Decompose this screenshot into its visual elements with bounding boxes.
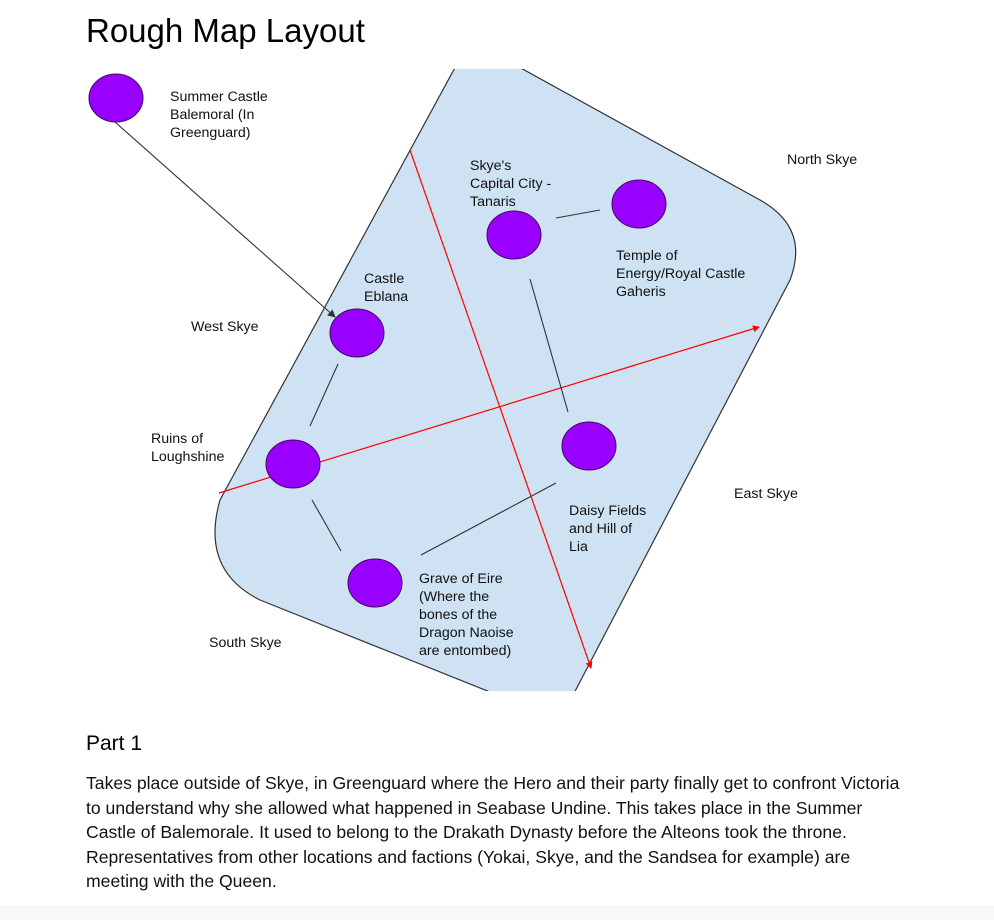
label-grave: Grave of Eire (Where the bones of the Dr… xyxy=(419,571,514,659)
label-loughshine: Ruins of Loughshine xyxy=(151,431,225,465)
label-temple: Temple of Energy/Royal Castle Gaheris xyxy=(616,248,746,300)
label-capital: Skye's Capital City - Tanaris xyxy=(470,158,552,210)
capital-to-daisy-connector xyxy=(529,278,569,413)
grave-to-daisy-connector xyxy=(420,482,557,556)
section-body: Takes place outside of Skye, in Greengua… xyxy=(86,773,900,892)
location-loughshine-marker[interactable] xyxy=(265,439,321,489)
label-eblana: Castle Eblana xyxy=(364,271,409,305)
location-temple-marker[interactable] xyxy=(611,179,667,229)
location-daisy-marker[interactable] xyxy=(561,421,617,471)
location-eblana-marker[interactable] xyxy=(329,308,385,358)
page-bottom-edge xyxy=(0,905,994,920)
region-label-south: South Skye xyxy=(209,635,282,651)
capital-to-temple-connector xyxy=(555,209,601,219)
map-diagram xyxy=(88,69,797,691)
eblana-to-loughshine-connector xyxy=(309,363,339,427)
region-label-west: West Skye xyxy=(191,319,259,335)
label-summer-castle: Summer Castle Balemoral (In Greenguard) xyxy=(170,89,268,141)
north-south-red-line xyxy=(409,149,593,669)
loughshine-to-grave-connector xyxy=(311,499,342,552)
location-grave-marker[interactable] xyxy=(347,558,403,608)
document-title: Rough Map Layout xyxy=(86,12,365,49)
label-daisy: Daisy Fields and Hill of Lia xyxy=(569,503,647,555)
location-summer-castle-marker[interactable] xyxy=(88,73,144,123)
region-label-north: North Skye xyxy=(787,152,858,168)
region-label-east: East Skye xyxy=(734,486,798,502)
section-heading: Part 1 xyxy=(86,732,143,755)
summer-castle-to-eblana-arrow xyxy=(114,121,336,318)
location-capital-marker[interactable] xyxy=(486,210,542,260)
